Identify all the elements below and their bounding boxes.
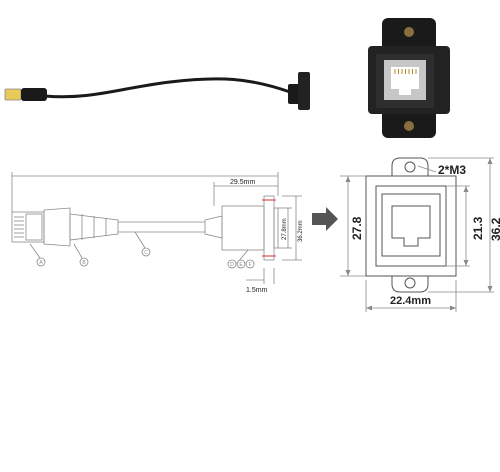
- front-view-dimension-arrows: [345, 158, 493, 311]
- callout-a-circle: [36, 257, 46, 267]
- front-socket-opening: [391, 205, 431, 247]
- dim-outer-height-label: 36.2mm: [298, 220, 304, 242]
- callout-e-label: E: [239, 262, 243, 268]
- jack-socket-tab: [399, 89, 411, 95]
- panel-flange-photo: [298, 72, 310, 110]
- jack-bottom-screw-hole: [404, 121, 414, 131]
- callout-d-circle: [227, 259, 237, 269]
- callout-c-circle: [141, 247, 151, 257]
- callout-labels: A B C D E F: [39, 250, 251, 268]
- front-bottom-screw-hole: [404, 277, 416, 289]
- plug-pins: [14, 216, 24, 238]
- jack-boot-drawing: [204, 215, 223, 239]
- dim-depth-label: 29.5mm: [230, 179, 255, 186]
- callout-d-label: D: [230, 262, 234, 268]
- callout-b-circle: [79, 257, 89, 267]
- front-top-screw-hole: [404, 161, 416, 173]
- front-body-outline: [365, 175, 457, 277]
- dim-front-outer-height-label: 36.2: [489, 217, 500, 241]
- jack-top-screw-hole: [404, 27, 414, 37]
- side-view-drawing: [11, 172, 302, 284]
- front-socket-outer: [381, 193, 441, 257]
- rj45-plug-photo: [4, 88, 22, 101]
- callout-e-circle: [236, 259, 246, 269]
- dim-thickness-label: 1.5mm: [246, 287, 268, 294]
- callouts: [36, 247, 255, 269]
- cable-photo: [4, 72, 310, 110]
- front-flange-outline: [391, 157, 429, 177]
- cable-wire: [44, 77, 291, 99]
- jack-body-drawing: [221, 205, 265, 251]
- dim-front-width-label: 22.4mm: [390, 295, 431, 307]
- front-view-dimension-lines: [340, 157, 494, 312]
- callout-a-label: A: [39, 260, 43, 266]
- panel-jack-closeup-photo: [368, 18, 450, 138]
- callout-c-label: C: [144, 250, 148, 256]
- front-view-dimensions: 2*M3 27.8 21.3 36.2 22.4mm: [350, 163, 500, 307]
- side-view-red-marks: [262, 199, 276, 257]
- front-view-drawing: [365, 157, 457, 293]
- plug-boot-drawing: [43, 207, 71, 247]
- jack-flange-drawing: [263, 195, 275, 261]
- jack-contacts: [394, 69, 417, 74]
- side-view-dimensions: 29.5mm 27.8mm 36.2mm 1.5mm: [230, 179, 304, 294]
- dim-front-height-label: 27.8: [350, 216, 364, 240]
- rj45-plug-drawing: [11, 211, 45, 243]
- callout-f-label: F: [248, 262, 251, 268]
- right-arrow-icon: [312, 207, 338, 231]
- callout-f-circle: [245, 259, 255, 269]
- dim-front-inner-height-label: 21.3: [471, 216, 485, 240]
- plug-boot-photo: [21, 88, 47, 101]
- dim-inner-height-label: 27.8mm: [282, 218, 288, 240]
- screw-spec-label: 2*M3: [438, 163, 466, 177]
- front-face-outline: [375, 185, 447, 267]
- callout-b-label: B: [82, 260, 86, 266]
